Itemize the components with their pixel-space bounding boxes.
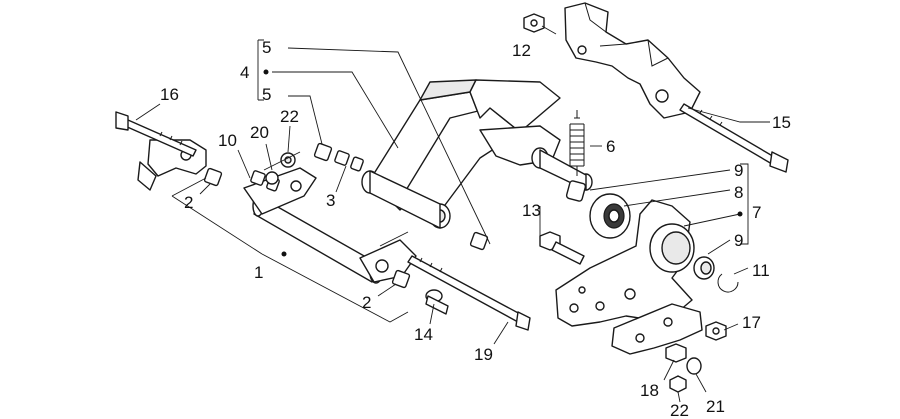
callout-13: 13 <box>522 201 541 220</box>
group-dot-1 <box>281 251 287 257</box>
callout-20: 20 <box>250 123 269 142</box>
callout-22-top: 22 <box>280 107 299 126</box>
callout-6: 6 <box>606 137 615 156</box>
callout-10: 10 <box>218 131 237 150</box>
lower-plate <box>611 303 703 355</box>
swing-arm-link <box>361 79 593 229</box>
bolt-13 <box>539 231 585 265</box>
callout-5-top: 5 <box>262 38 271 57</box>
callout-4: 4 <box>240 63 249 82</box>
bolt-19 <box>407 255 531 331</box>
bush-9 <box>565 180 715 280</box>
callout-19: 19 <box>474 345 493 364</box>
callout-12: 12 <box>512 41 531 60</box>
spring-6 <box>569 110 585 176</box>
bolt-14 <box>425 289 449 315</box>
callout-14: 14 <box>414 325 433 344</box>
frame-bracket <box>564 2 701 119</box>
callout-2-left: 2 <box>184 193 193 212</box>
nuts <box>523 13 727 393</box>
bolt-15 <box>679 103 789 173</box>
callout-21: 21 <box>706 397 725 416</box>
callout-18: 18 <box>640 381 659 400</box>
callout-11: 11 <box>752 261 770 280</box>
group-dot-7 <box>737 211 743 217</box>
callout-9-top: 9 <box>734 161 743 180</box>
callout-16: 16 <box>160 85 179 104</box>
callout-9-bottom: 9 <box>734 231 743 250</box>
bolt-16 <box>115 111 197 157</box>
callout-3: 3 <box>326 191 335 210</box>
callout-22-bottom: 22 <box>670 401 689 419</box>
leader-lines <box>135 25 770 403</box>
callout-8: 8 <box>734 183 743 202</box>
callout-2-bottom: 2 <box>362 293 371 312</box>
callout-17: 17 <box>742 313 761 332</box>
callout-5-bottom: 5 <box>262 85 271 104</box>
bushings <box>203 142 489 289</box>
group-dot-4 <box>263 69 269 75</box>
callout-15: 15 <box>772 113 791 132</box>
bearing-8 <box>589 193 631 239</box>
group-brackets <box>171 39 749 323</box>
circlip-11 <box>717 273 739 293</box>
carrier-bracket-7 <box>555 199 695 327</box>
callout-1: 1 <box>254 263 263 282</box>
callout-7: 7 <box>752 203 761 222</box>
